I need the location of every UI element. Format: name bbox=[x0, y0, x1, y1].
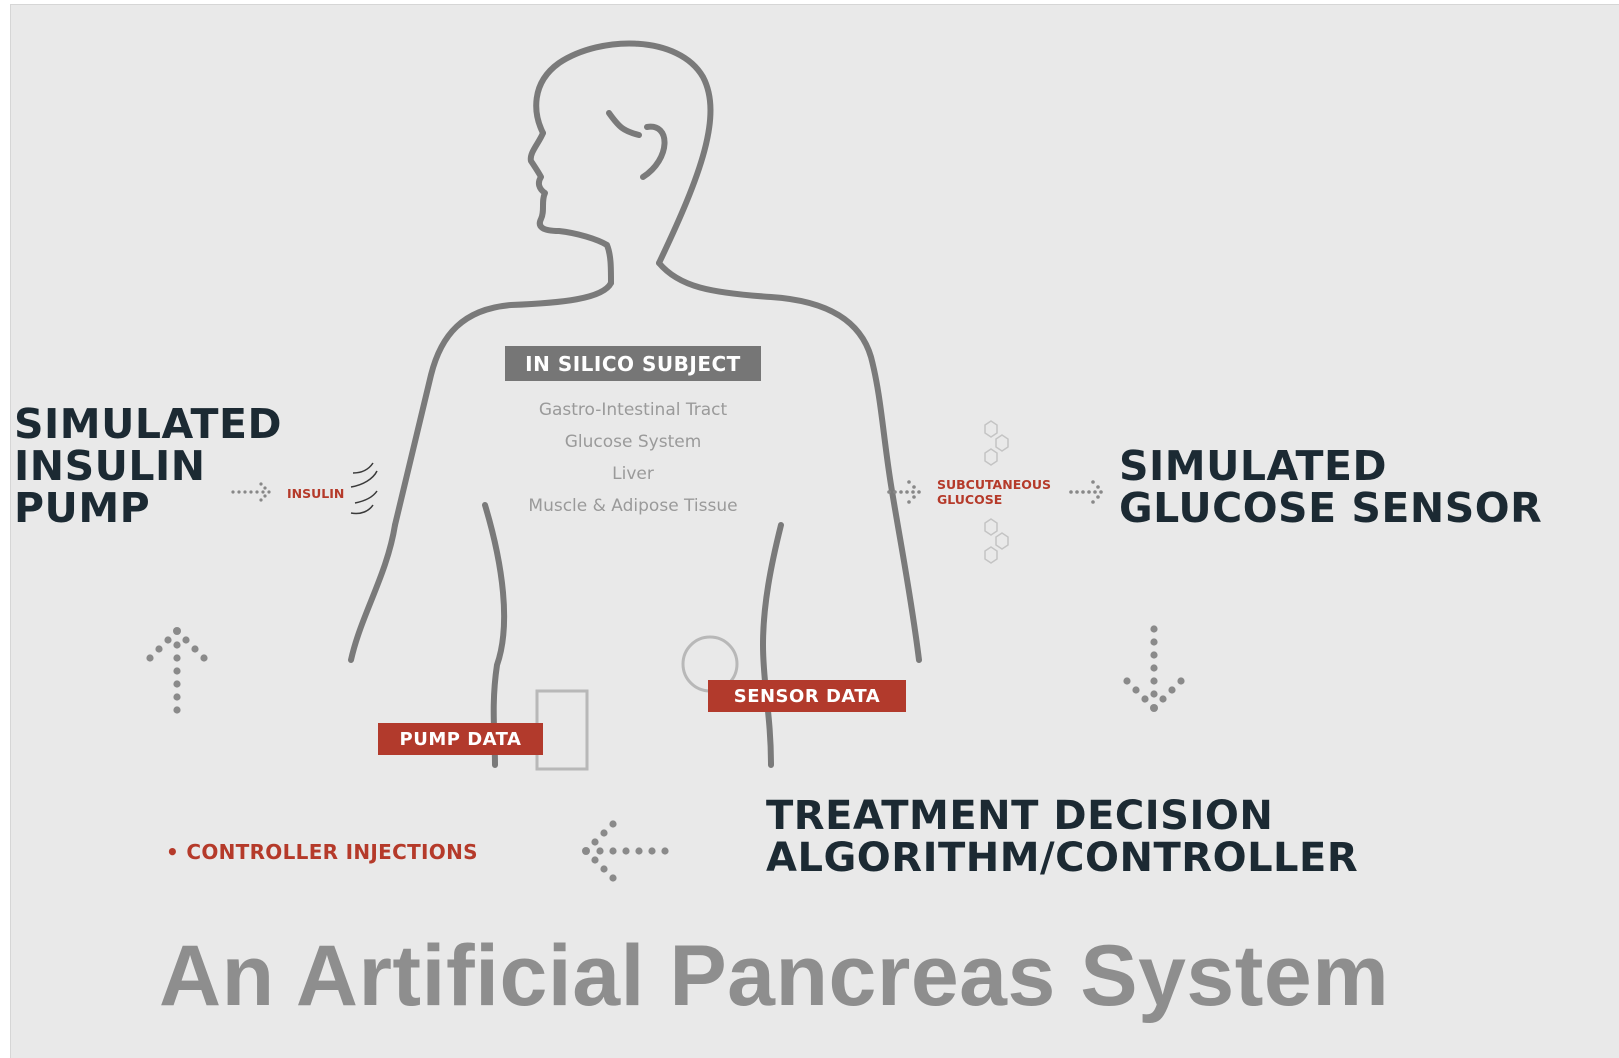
organ-label: Glucose System bbox=[483, 432, 783, 452]
glucose-sensor-title: SIMULATED GLUCOSE SENSOR bbox=[1119, 445, 1542, 529]
pump-device-icon bbox=[537, 691, 587, 769]
diagram-main-title: An Artificial Pancreas System bbox=[11, 927, 1619, 1026]
in-silico-subject-box: IN SILICO SUBJECT bbox=[505, 346, 761, 381]
subcutaneous-glucose-label: SUBCUTANEOUS GLUCOSE bbox=[937, 477, 1051, 507]
pump-title-line: SIMULATED bbox=[14, 403, 282, 445]
insulin-spray-icon bbox=[351, 463, 377, 514]
arrow-down-icon bbox=[1123, 625, 1184, 712]
sensor-title-line: GLUCOSE SENSOR bbox=[1119, 487, 1542, 529]
diagram-canvas: SIMULATED INSULIN PUMP SIMULATED GLUCOSE… bbox=[10, 4, 1619, 1058]
insulin-pump-title: SIMULATED INSULIN PUMP bbox=[14, 403, 282, 529]
controller-title-line: ALGORITHM/CONTROLLER bbox=[766, 837, 1358, 879]
subq-label-line: SUBCUTANEOUS bbox=[937, 477, 1051, 492]
pump-title-line: PUMP bbox=[14, 487, 282, 529]
arrow-up-icon bbox=[146, 627, 207, 714]
pump-data-box: PUMP DATA bbox=[378, 723, 543, 755]
sensor-title-line: SIMULATED bbox=[1119, 445, 1542, 487]
pump-title-line: INSULIN bbox=[14, 445, 282, 487]
controller-title-line: TREATMENT DECISION bbox=[766, 795, 1358, 837]
insulin-flow-label: INSULIN bbox=[287, 486, 344, 501]
arrow-right-icon bbox=[1069, 480, 1103, 504]
organ-label: Gastro-Intestinal Tract bbox=[483, 400, 783, 420]
controller-injections-label: • CONTROLLER INJECTIONS bbox=[166, 840, 478, 864]
organ-label: Muscle & Adipose Tissue bbox=[483, 496, 783, 516]
controller-title: TREATMENT DECISION ALGORITHM/CONTROLLER bbox=[766, 795, 1358, 879]
organ-label: Liver bbox=[483, 464, 783, 484]
sensor-data-box: SENSOR DATA bbox=[708, 680, 906, 712]
subq-label-line: GLUCOSE bbox=[937, 492, 1051, 507]
arrow-left-icon bbox=[582, 820, 669, 881]
